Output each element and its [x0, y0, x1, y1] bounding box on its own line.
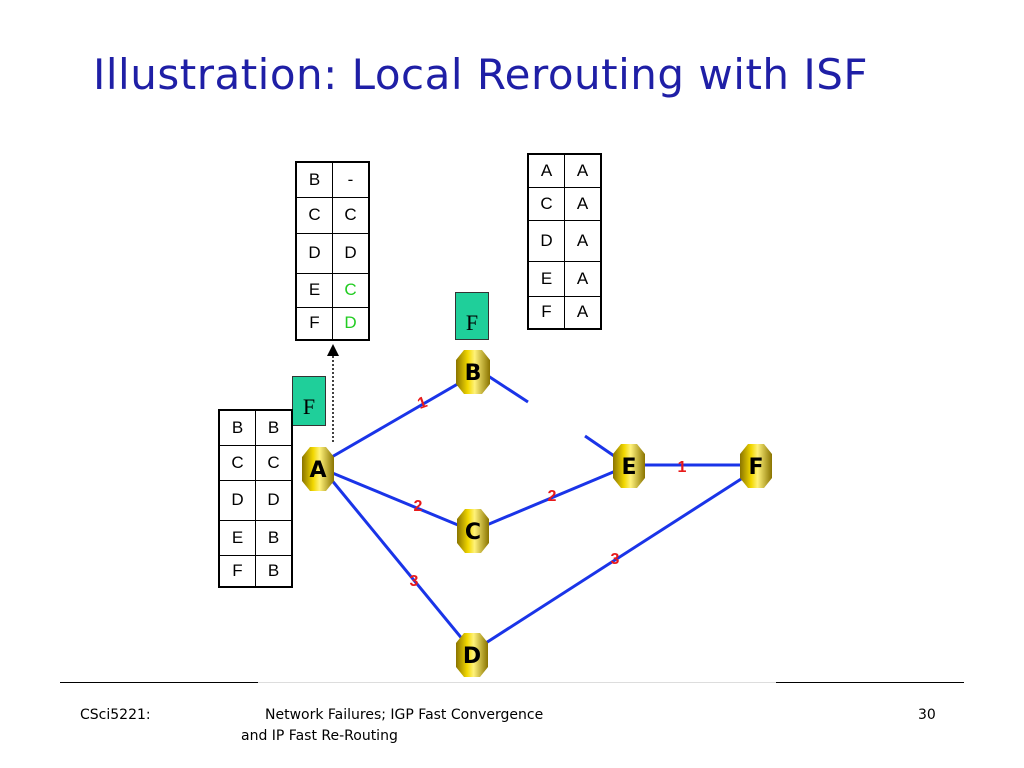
slide-title: Illustration: Local Rerouting with ISF — [93, 50, 869, 99]
footer-divider-center — [258, 682, 776, 683]
table-cell: C — [295, 196, 333, 234]
node-B: B — [456, 350, 490, 394]
table-cell: F — [218, 554, 256, 588]
table-row: E C — [295, 272, 370, 308]
link-A-D — [328, 477, 470, 647]
footer-topic-line2: and IP Fast Re-Routing — [241, 728, 398, 744]
weight-E-F: 1 — [678, 459, 687, 476]
table-cell-changed: C — [332, 272, 370, 308]
table-cell-changed: D — [332, 306, 370, 341]
table-cell: A — [564, 260, 602, 297]
weight-A-D: 3 — [410, 573, 419, 590]
table-row: E B — [218, 519, 293, 556]
node-B-label: B — [465, 361, 482, 386]
table-row: F D — [295, 306, 370, 341]
table-cell: E — [218, 519, 256, 556]
link-A-B — [329, 376, 469, 460]
weight-C-E: 2 — [548, 488, 557, 505]
link-D-F — [477, 470, 753, 650]
link-C-E — [481, 468, 619, 529]
table-cell: D — [527, 219, 565, 262]
footer-course: CSci5221: — [80, 707, 151, 723]
routing-table-A: B B C C D D E B F B — [218, 409, 293, 588]
table-row: C C — [295, 196, 370, 234]
node-E: E — [613, 444, 645, 488]
table-row: F B — [218, 554, 293, 588]
node-F: F — [740, 444, 772, 488]
table-cell: B — [255, 554, 293, 588]
page-number: 30 — [918, 707, 936, 723]
node-D-label: D — [463, 644, 481, 669]
table-row: B - — [295, 161, 370, 198]
table-cell: - — [332, 161, 370, 198]
table-cell: B — [255, 409, 293, 446]
weight-D-F: 3 — [611, 551, 620, 568]
table-cell: A — [527, 153, 565, 188]
routing-table-B: B - C C D D E C F D — [295, 161, 370, 341]
table-cell: D — [332, 232, 370, 274]
table-row: D D — [295, 232, 370, 274]
weight-A-B: 1 — [415, 394, 429, 413]
table-cell: F — [527, 295, 565, 330]
table-cell: C — [255, 444, 293, 481]
table-row: A A — [527, 153, 602, 188]
table-cell: A — [564, 295, 602, 330]
table-row: D D — [218, 479, 293, 521]
flag-near-B: F — [455, 292, 489, 340]
link-A-C — [329, 470, 471, 532]
table-cell: A — [564, 153, 602, 188]
table-cell: D — [255, 479, 293, 521]
table-cell: B — [255, 519, 293, 556]
node-D: D — [456, 633, 488, 677]
table-cell: B — [218, 409, 256, 446]
table-cell: C — [332, 196, 370, 234]
table-cell: D — [295, 232, 333, 274]
node-E-label: E — [621, 455, 636, 480]
weight-A-C: 2 — [414, 498, 423, 515]
table-row: E A — [527, 260, 602, 297]
node-A: A — [302, 447, 334, 491]
table-cell: E — [527, 260, 565, 297]
table-row: F A — [527, 295, 602, 330]
table-cell: C — [218, 444, 256, 481]
footer-topic-line1: Network Failures; IGP Fast Convergence — [265, 707, 544, 723]
table-row: C A — [527, 186, 602, 221]
node-C-label: C — [465, 520, 481, 545]
node-C: C — [457, 509, 489, 553]
table-cell: E — [295, 272, 333, 308]
table-cell: B — [295, 161, 333, 198]
footer-divider-right — [776, 682, 964, 683]
footer-divider-left — [60, 682, 258, 683]
table-row: B B — [218, 409, 293, 446]
table-cell: C — [527, 186, 565, 221]
table-row: D A — [527, 219, 602, 262]
table-cell: A — [564, 186, 602, 221]
links — [328, 370, 753, 650]
table-row: C C — [218, 444, 293, 481]
node-F-label: F — [748, 455, 763, 480]
table-cell: D — [218, 479, 256, 521]
flag-near-A: F — [292, 376, 326, 426]
table-cell: F — [295, 306, 333, 341]
routing-table-E: A A C A D A E A F A — [527, 153, 602, 330]
node-A-label: A — [309, 458, 326, 483]
table-cell: A — [564, 219, 602, 262]
